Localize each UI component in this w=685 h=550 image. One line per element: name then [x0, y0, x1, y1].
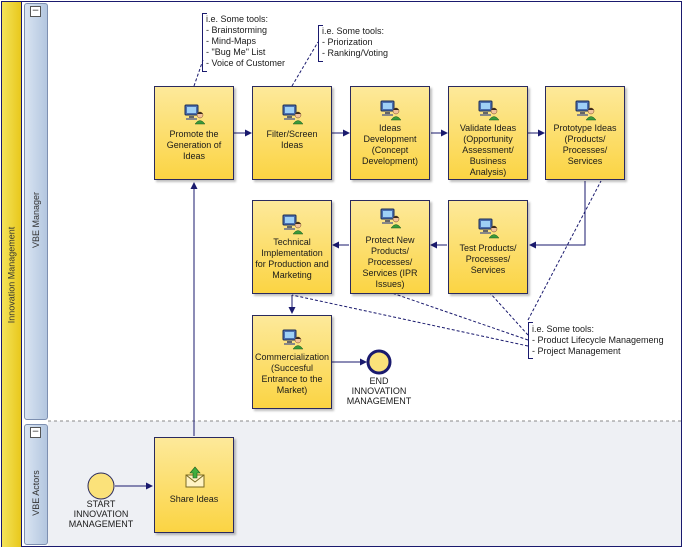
assoc-filter-tools2 [291, 41, 319, 87]
computer-user-icon [282, 329, 304, 350]
computer-user-icon [282, 104, 304, 125]
computer-user-icon [184, 104, 206, 125]
task-label: Test Products/ Processes/ Services [459, 243, 517, 275]
pool-header[interactable] [2, 2, 22, 547]
task-label: Promote the Generation of Ideas [166, 129, 222, 161]
task-label: Filter/Screen Ideas [266, 129, 318, 150]
task-commercialization[interactable]: Commercialization (Succesful Entrance to… [252, 315, 332, 409]
annotation-bracket-1 [202, 13, 207, 72]
task-promote-ideas[interactable]: Promote the Generation of Ideas [154, 86, 234, 180]
task-prototype-ideas[interactable]: Prototype Ideas (Products/ Processes/ Se… [545, 86, 625, 180]
task-label: Technical Implementation for Production … [255, 237, 329, 280]
assoc-prototype-tools3 [527, 180, 602, 321]
task-protect-products[interactable]: Protect New Products/ Processes/ Service… [350, 200, 430, 294]
computer-user-icon [380, 100, 402, 121]
assoc-test-tools3 [489, 292, 529, 336]
task-label: Protect New Products/ Processes/ Service… [362, 235, 418, 289]
annotation-bracket-2 [318, 25, 323, 62]
start-event[interactable] [87, 472, 115, 500]
task-technical-implementation[interactable]: Technical Implementation for Production … [252, 200, 332, 294]
task-label: Validate Ideas (Opportunity Assessment/ … [459, 123, 517, 177]
computer-user-icon [478, 218, 500, 239]
collapse-lane-vbe-actors-button[interactable]: − [30, 427, 41, 438]
annotation-tools-3[interactable]: i.e. Some tools: - Product Lifecycle Man… [532, 324, 664, 356]
assoc-promote-tools1 [193, 59, 204, 87]
task-share-ideas[interactable]: Share Ideas [154, 437, 234, 533]
lane-header-vbe-manager[interactable] [24, 3, 48, 420]
envelope-send-icon [185, 466, 205, 488]
computer-user-icon [478, 100, 500, 121]
computer-user-icon [575, 100, 597, 121]
task-label: Share Ideas [169, 494, 219, 504]
task-label: Ideas Development (Concept Development) [361, 123, 419, 166]
start-event-label: START INNOVATION MANAGEMENT [68, 499, 134, 529]
collapse-lane-vbe-manager-button[interactable]: − [30, 6, 41, 17]
computer-user-icon [282, 214, 304, 235]
computer-user-icon [380, 208, 402, 229]
lane-header-vbe-actors[interactable] [24, 424, 48, 545]
assoc-technical-tools3 [291, 294, 529, 347]
end-event-label: END INNOVATION MANAGEMENT [346, 376, 412, 406]
task-label: Prototype Ideas (Products/ Processes/ Se… [553, 123, 617, 166]
flow-prototype-to-test [529, 181, 586, 249]
task-label: Commercialization (Succesful Entrance to… [255, 352, 330, 395]
assoc-protect-tools3 [391, 292, 529, 341]
end-event[interactable] [366, 349, 392, 375]
task-ideas-development[interactable]: Ideas Development (Concept Development) [350, 86, 430, 180]
annotation-bracket-3 [528, 322, 533, 359]
task-test-products[interactable]: Test Products/ Processes/ Services [448, 200, 528, 294]
annotation-tools-2[interactable]: i.e. Some tools: - Priorization - Rankin… [322, 26, 389, 58]
lane-vbe-actors-area [48, 421, 681, 546]
task-filter-ideas[interactable]: Filter/Screen Ideas [252, 86, 332, 180]
annotation-tools-1[interactable]: i.e. Some tools: - Brainstorming - Mind-… [206, 14, 286, 68]
task-validate-ideas[interactable]: Validate Ideas (Opportunity Assessment/ … [448, 86, 528, 180]
